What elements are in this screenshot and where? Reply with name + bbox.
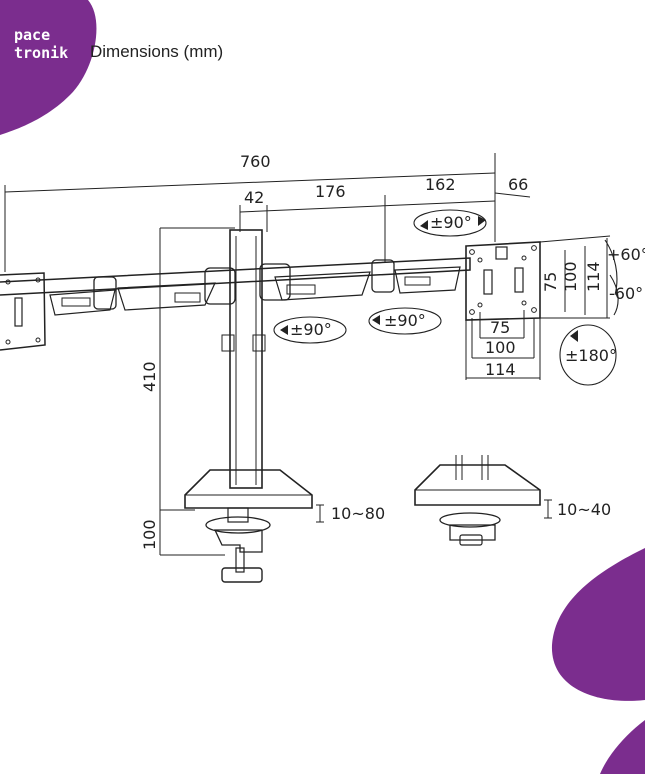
rotation-swivel-mid: ±90° xyxy=(384,311,426,330)
rotation-tilt-up: +60° xyxy=(607,245,645,264)
vesa-114-h: 114 xyxy=(584,261,603,292)
vesa-100-h: 100 xyxy=(561,261,580,292)
dim-base-height: 100 xyxy=(140,519,159,550)
vesa-100-w: 100 xyxy=(485,338,516,357)
vesa-75-w: 75 xyxy=(490,318,511,337)
dim-66: 66 xyxy=(508,175,529,194)
rotation-180: ±180° xyxy=(565,346,617,365)
rotation-swivel-left: ±90° xyxy=(290,320,332,339)
dim-height: 410 xyxy=(140,361,159,392)
rotation-tilt-down: -60° xyxy=(609,284,644,303)
brand-blob-corner xyxy=(600,720,645,774)
brand-logo-line1: pace xyxy=(14,26,51,44)
brand-blob-bottom-right xyxy=(551,548,645,701)
dim-176: 176 xyxy=(315,182,346,201)
dim-clamp-range-1: 10~80 xyxy=(331,504,386,523)
vesa-75-h: 75 xyxy=(541,271,560,292)
dim-162: 162 xyxy=(425,175,456,194)
dim-total-width: 760 xyxy=(240,152,271,171)
dim-42: 42 xyxy=(244,188,265,207)
vesa-114-w: 114 xyxy=(485,360,516,379)
page-title: Dimensions (mm) xyxy=(90,42,224,61)
rotation-swivel-top: ±90° xyxy=(430,213,472,232)
arrow-heads xyxy=(280,216,578,342)
dim-clamp-range-2: 10~40 xyxy=(557,500,612,519)
brand-logo-line2: tronik xyxy=(14,44,69,62)
brand-blob-top-left xyxy=(0,0,97,135)
brand-logo: pace tronik xyxy=(14,26,68,62)
